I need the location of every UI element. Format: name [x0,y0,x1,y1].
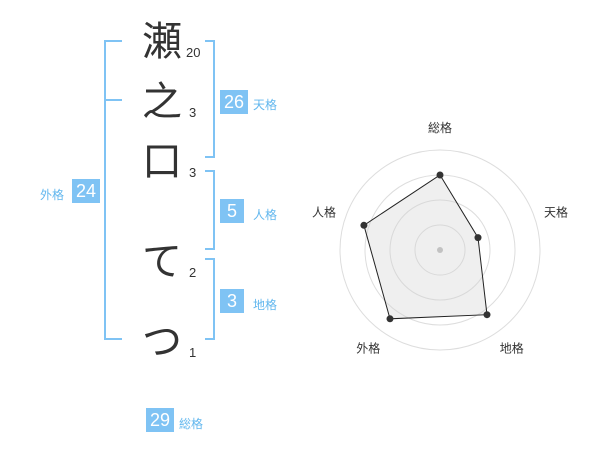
soukaku-label: 総格 [179,417,204,431]
radar-ring-4 [339,149,541,351]
radar-point-3 [483,311,491,319]
name-char-5: つ [142,319,182,365]
name-char-2: 之 [142,79,182,125]
jinkaku-label: 人格 [253,208,278,222]
tenkaku-bracket [205,40,215,158]
radar-point-2 [474,234,482,242]
stroke-count-1: 20 [186,45,201,60]
radar-point-4 [386,315,394,323]
radar-axis-label-5: 人格 [312,204,336,219]
tenkaku-badge: 26 [220,90,248,114]
chikaku-label: 地格 [253,298,278,312]
radar-axis-label-4: 外格 [356,341,380,356]
chikaku-badge: 3 [220,289,244,313]
stroke-count-3: 3 [189,165,197,180]
stroke-count-4: 2 [189,265,197,280]
radar-point-1 [436,171,444,179]
soukaku-badge: 29 [146,408,174,432]
gaikaku-bracket [104,40,122,340]
radar-ring-1 [414,224,466,276]
name-char-4: て [142,239,182,285]
tenkaku-label: 天格 [253,98,278,112]
jinkaku-bracket [205,170,215,250]
stroke-count-5: 1 [189,345,197,360]
radar-axis-label-3: 地格 [500,341,524,356]
radar-axis-label-1: 総格 [428,120,452,135]
radar-point-5 [360,221,368,229]
radar-area [363,174,488,320]
chikaku-bracket [205,258,215,340]
radar-axis-label-2: 天格 [544,204,568,219]
gaikaku-label: 外格 [40,188,65,202]
stroke-count-2: 3 [189,105,197,120]
name-char-3: 口 [142,139,182,185]
gaikaku-badge: 24 [72,179,100,203]
name-char-1: 瀬 [142,19,182,65]
jinkaku-badge: 5 [220,199,244,223]
radar-center [437,247,443,253]
radar-ring-2 [389,199,491,301]
gaikaku-bracket-tick [104,99,122,101]
